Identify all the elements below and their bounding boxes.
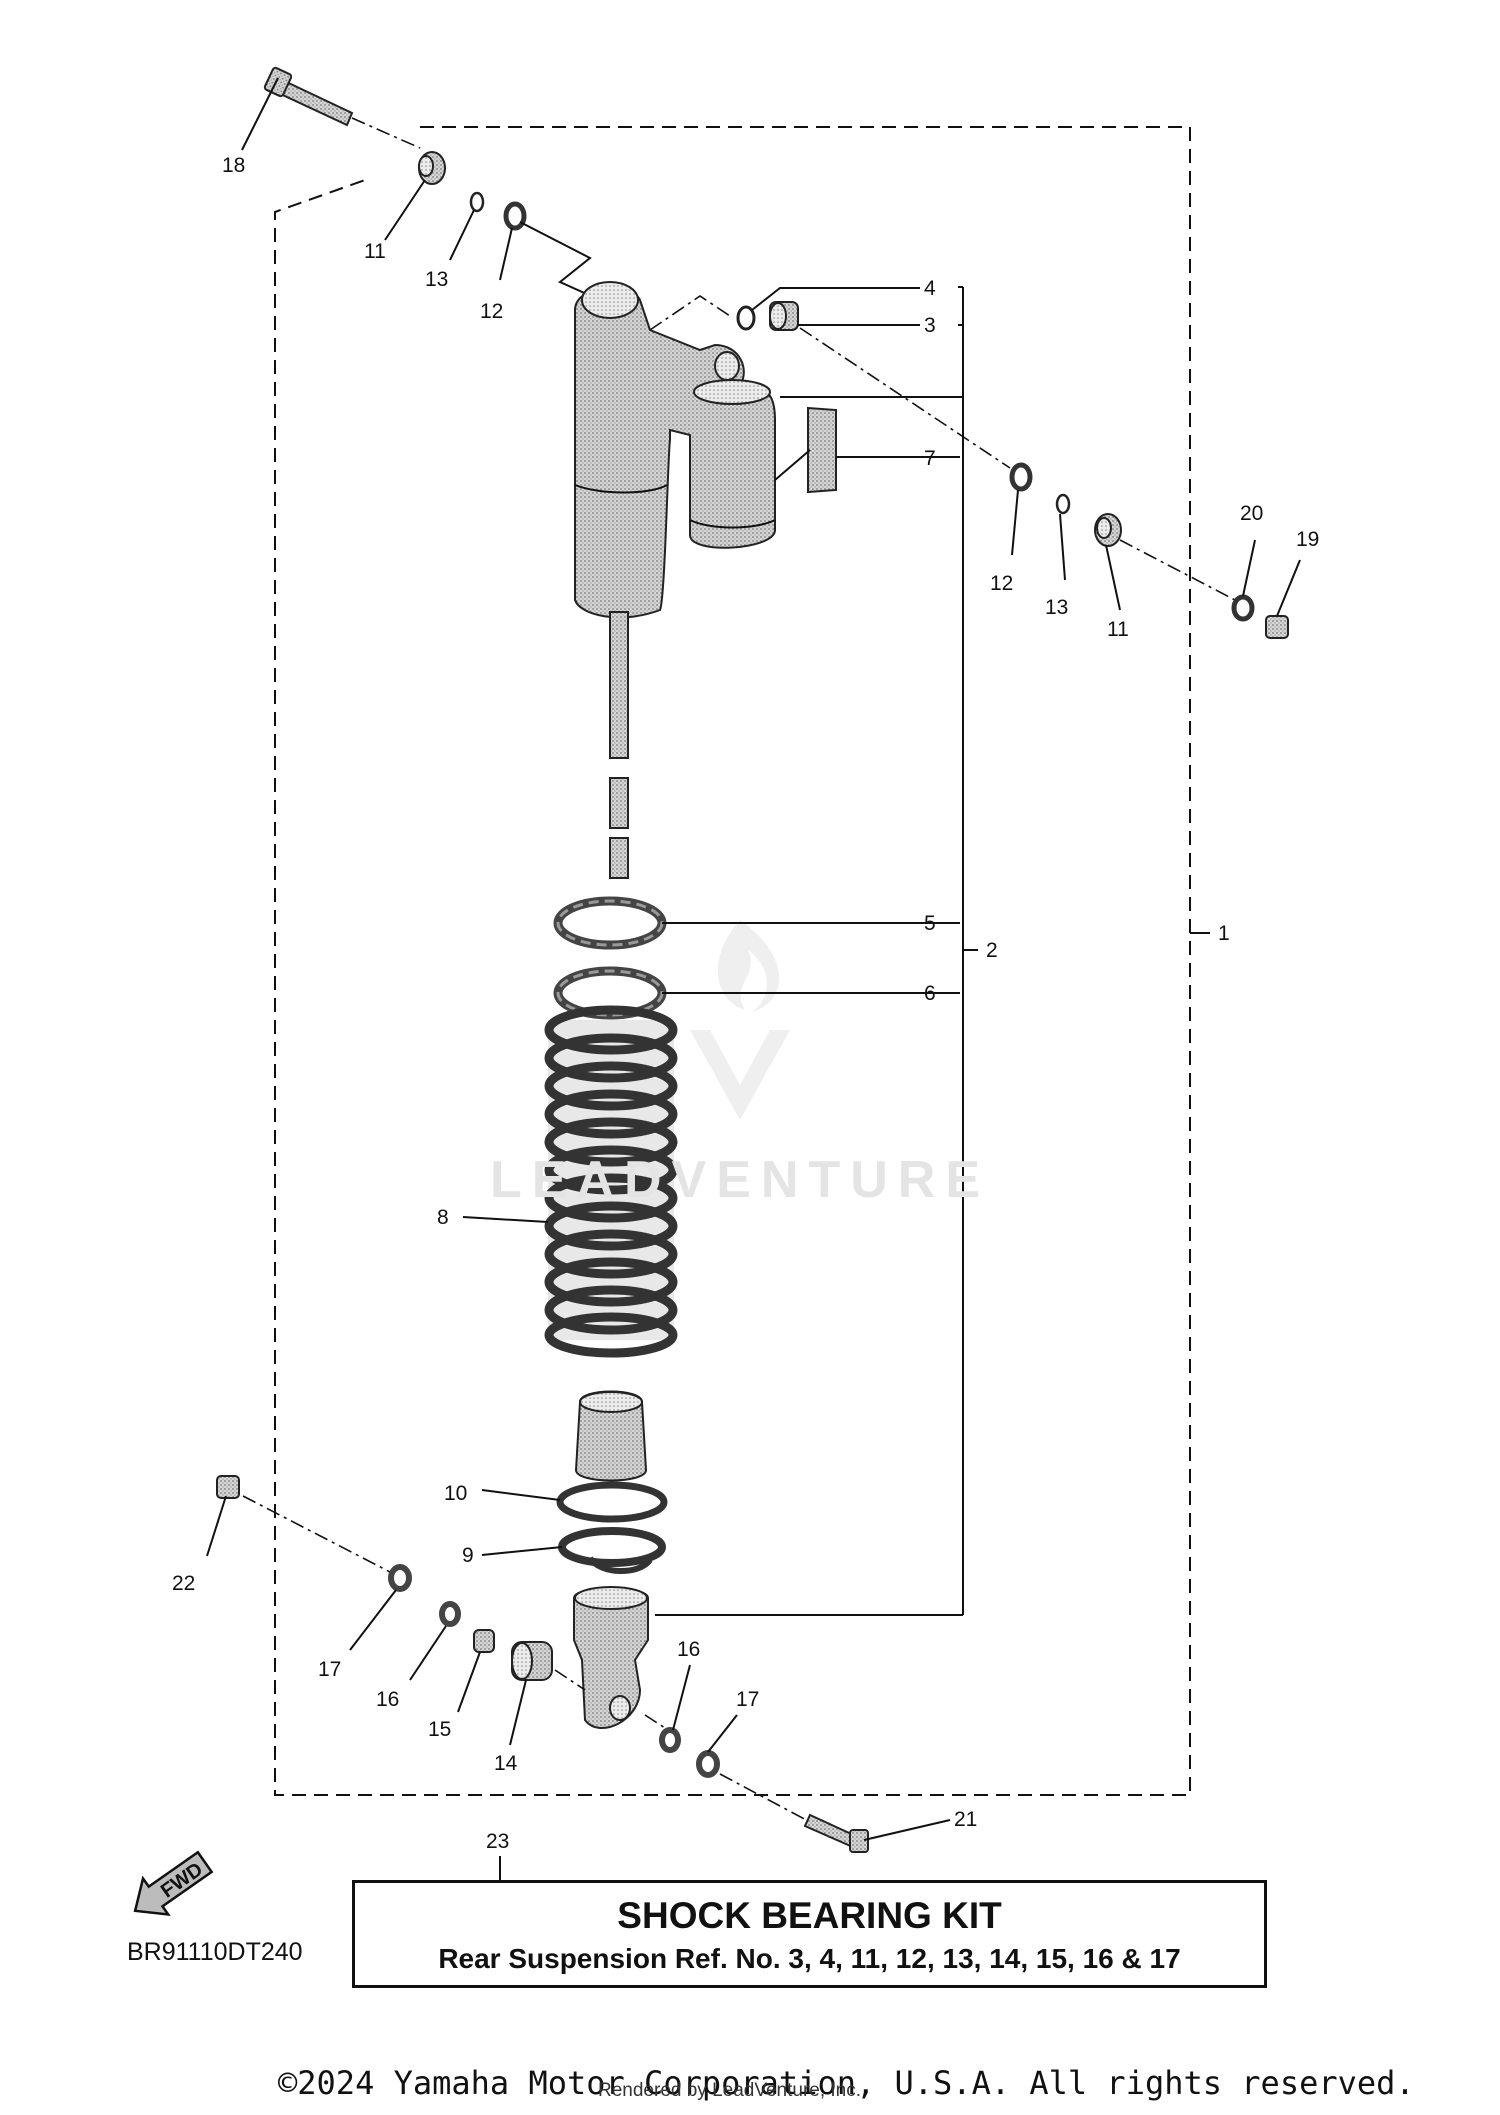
part-18-bolt: [263, 66, 354, 127]
callout-1: 1: [1218, 922, 1230, 945]
callout-16-right: 16: [677, 1638, 700, 1661]
rendered-by-credit: Rendered by LeadVenture, Inc.: [598, 2080, 862, 2101]
part-12-seal-right: [1009, 462, 1033, 492]
callout-7: 7: [924, 447, 936, 470]
part-12-seal-top: [503, 201, 527, 231]
watermark-logo-icon: [690, 920, 790, 1120]
callout-12-top: 12: [480, 300, 503, 323]
part-2-shock-absorber: [574, 281, 776, 879]
part-10-ring: [556, 1481, 668, 1523]
callout-12-right: 12: [990, 572, 1013, 595]
part-15-collar: [473, 1629, 495, 1653]
part-5-lock-ring: [553, 896, 667, 950]
bump-rubber: [574, 1390, 648, 1482]
part-9-spring-guide: [558, 1527, 666, 1574]
callout-9: 9: [462, 1544, 474, 1567]
callout-22: 22: [172, 1572, 195, 1595]
callout-13-right: 13: [1045, 596, 1068, 619]
part-19-nut: [1265, 615, 1289, 639]
callout-11-right: 11: [1107, 618, 1129, 641]
callout-19: 19: [1296, 528, 1319, 551]
lower-clevis: [573, 1586, 649, 1730]
callout-8: 8: [437, 1206, 449, 1229]
part-21-bolt: [803, 1813, 869, 1853]
callout-21: 21: [954, 1808, 977, 1831]
part-16-seal-left: [439, 1601, 461, 1627]
fwd-arrow-icon: FWD: [133, 1850, 214, 1917]
bracket-ticks: [655, 286, 1210, 1616]
part-11-collar-top: [418, 151, 446, 185]
watermark-text: LEADVENTURE: [490, 1151, 991, 1209]
part-13-clip-right: [1055, 493, 1071, 515]
part-11-collar-right: [1094, 513, 1122, 547]
callout-10: 10: [444, 1482, 467, 1505]
diagram-code: BR91110DT240: [127, 1938, 303, 1966]
callout-14: 14: [494, 1752, 518, 1775]
part-16-seal-right: [659, 1727, 681, 1753]
callout-16-left: 16: [376, 1688, 399, 1711]
callout-18: 18: [222, 154, 245, 177]
callout-17-left: 17: [318, 1658, 341, 1681]
callout-2: 2: [986, 939, 998, 962]
part-4-circlip: [736, 305, 756, 331]
callout-11-top: 11: [364, 240, 386, 263]
shock-bearing-kit-box: SHOCK BEARING KIT Rear Suspension Ref. N…: [352, 1880, 1267, 1988]
callout-4: 4: [924, 277, 936, 300]
part-14-bearing: [511, 1641, 553, 1681]
part-17-washer-right: [696, 1750, 720, 1778]
part-13-clip-top: [469, 191, 485, 213]
part-20-washer: [1231, 594, 1255, 622]
part-22-nut: [216, 1475, 240, 1499]
kit-subtitle: Rear Suspension Ref. No. 3, 4, 11, 12, 1…: [438, 1943, 1181, 1974]
part-7-label-plate: [807, 406, 837, 494]
assembly-outline: [274, 126, 1191, 1796]
part-3-bushing: [769, 301, 799, 331]
kit-title: SHOCK BEARING KIT: [617, 1895, 1002, 1936]
callout-17-right: 17: [736, 1688, 759, 1711]
part-17-washer-left: [388, 1564, 412, 1592]
callout-13-top: 13: [425, 268, 448, 291]
callout-3: 3: [924, 314, 936, 337]
callout-6: 6: [924, 982, 936, 1005]
callout-23: 23: [486, 1830, 509, 1853]
callout-15: 15: [428, 1718, 451, 1741]
leader-lines: [206, 77, 1301, 1880]
copyright-notice: ©2024 Yamaha Motor Corporation, U.S.A. A…: [278, 2064, 1415, 2102]
callout-5: 5: [924, 912, 936, 935]
callout-20: 20: [1240, 502, 1263, 525]
part-8-spring: [544, 1005, 678, 1358]
